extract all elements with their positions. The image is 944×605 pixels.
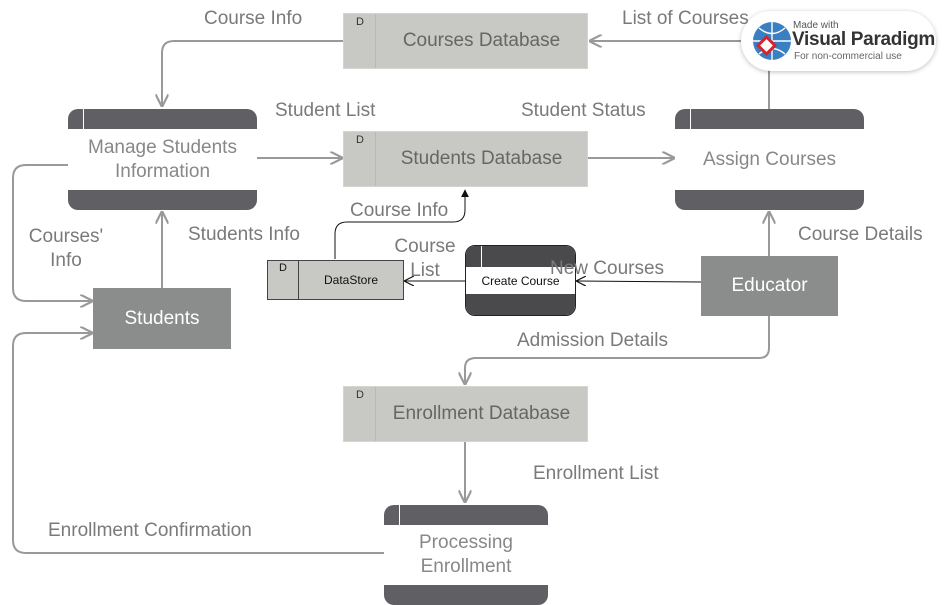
entity-students[interactable]: Students: [93, 288, 231, 349]
enrollment-database[interactable]: D Enrollment Database: [343, 386, 588, 442]
students-database[interactable]: D Students Database: [343, 131, 588, 187]
label-students-info: Students Info: [188, 224, 300, 245]
datastore-id-cell: D: [344, 387, 376, 441]
datastore-small[interactable]: D DataStore: [267, 260, 404, 300]
datastore-title: Enrollment Database: [392, 403, 571, 424]
process-title: Create Course: [481, 273, 560, 288]
process-processing-enrollment[interactable]: Processing Enrollment: [384, 505, 548, 605]
datastore-id-cell: D: [344, 132, 376, 186]
flow-admission-details: [465, 315, 770, 384]
datastore-id: D: [356, 389, 364, 401]
datastore-id: D: [279, 262, 287, 274]
visual-paradigm-watermark[interactable]: Made with Visual Paradigm For non-commer…: [741, 11, 936, 71]
flow-course-info-mid: [334, 189, 469, 259]
label-list-of-courses: List of Courses: [622, 8, 749, 29]
datastore-id: D: [356, 16, 364, 28]
process-header-bar: [68, 109, 257, 129]
label-course-details: Course Details: [798, 224, 923, 245]
watermark-brand: Visual Paradigm: [792, 29, 935, 50]
process-header-bar: [675, 109, 864, 129]
datastore-title: DataStore: [323, 273, 379, 287]
label-student-status: Student Status: [521, 100, 646, 121]
courses-database[interactable]: D Courses Database: [343, 13, 588, 69]
process-manage-students[interactable]: Manage Students Information: [68, 109, 257, 210]
flow-enrollment-confirmation: [12, 333, 384, 554]
process-header-bar: [466, 246, 575, 267]
process-footer-bar: [466, 294, 575, 315]
process-footer-bar: [675, 190, 864, 210]
process-title: Manage Students Information: [88, 136, 237, 182]
label-admission-details: Admission Details: [517, 330, 668, 351]
datastore-id-cell: D: [344, 14, 376, 68]
flow-courses-info: [12, 164, 92, 301]
datastore-id-cell: D: [268, 261, 299, 299]
watermark-made-with: Made with: [793, 20, 839, 31]
label-enrollment-confirmation: Enrollment Confirmation: [48, 520, 252, 541]
label-enrollment-list: Enrollment List: [533, 463, 659, 484]
visual-paradigm-logo-icon: [753, 22, 791, 60]
watermark-subtitle: For non-commercial use: [794, 51, 902, 62]
process-create-course[interactable]: Create Course: [465, 245, 576, 316]
process-title: Assign Courses: [702, 148, 837, 170]
datastore-id: D: [356, 134, 364, 146]
flow-course-info-top: [162, 40, 344, 106]
datastore-title: Students Database: [400, 148, 563, 169]
process-title: Processing Enrollment: [419, 532, 513, 577]
process-footer-bar: [68, 190, 257, 210]
label-student-list: Student List: [275, 100, 376, 121]
flow-new-courses: [577, 281, 702, 282]
entity-educator[interactable]: Educator: [701, 256, 838, 316]
label-course-list: Course List: [394, 236, 456, 281]
process-header-bar: [384, 505, 548, 525]
process-assign-courses[interactable]: Assign Courses: [675, 109, 864, 210]
label-course-info-mid: Course Info: [350, 200, 449, 221]
datastore-title: Courses Database: [402, 30, 561, 51]
label-courses-info: Courses' Info: [28, 226, 104, 271]
process-footer-bar: [384, 585, 548, 605]
label-new-courses: New Courses: [550, 258, 665, 279]
label-course-info-top: Course Info: [204, 8, 303, 29]
